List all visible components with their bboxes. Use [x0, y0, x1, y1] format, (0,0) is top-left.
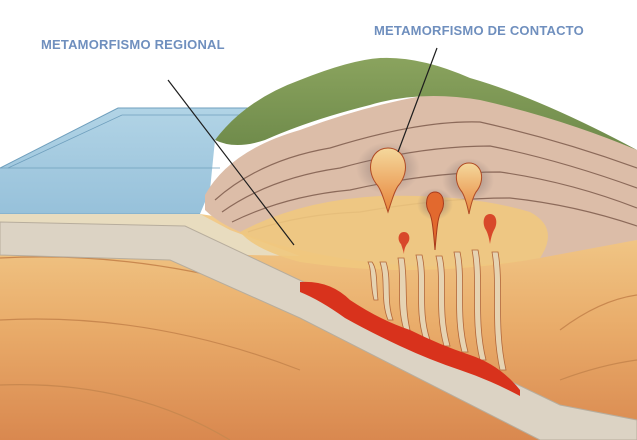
- strata-fold-line: [221, 145, 637, 213]
- mountain-surface: [215, 57, 637, 151]
- crust-layer-line: [0, 318, 301, 371]
- magma-diapir: [398, 232, 410, 254]
- slab-magma-melt: [300, 281, 520, 396]
- strata-fold-line: [214, 121, 637, 201]
- regional-leader-line: [167, 79, 295, 246]
- contact-leader-line: [397, 47, 438, 153]
- strata-fold-line: [231, 171, 637, 223]
- crust-layer-line: [559, 294, 637, 331]
- regional-metamorphism-label: METAMORFISMO REGIONAL: [41, 37, 225, 52]
- subducting-slab: [0, 221, 637, 440]
- magma-veins: [367, 249, 507, 371]
- sea-surface-edge: [7, 114, 240, 169]
- sea-water: [0, 108, 250, 214]
- crust-layer-line: [559, 359, 637, 381]
- crust-layer-line: [0, 384, 231, 440]
- regional-metamorphism-zone: [240, 195, 548, 271]
- magma-diapir: [426, 191, 444, 251]
- sea-surface-edge: [0, 107, 250, 169]
- contact-metamorphism-label: METAMORFISMO DE CONTACTO: [374, 23, 584, 38]
- magma-diapir: [455, 162, 483, 215]
- magma-diapir: [370, 147, 406, 214]
- magma-diapir: [483, 214, 497, 244]
